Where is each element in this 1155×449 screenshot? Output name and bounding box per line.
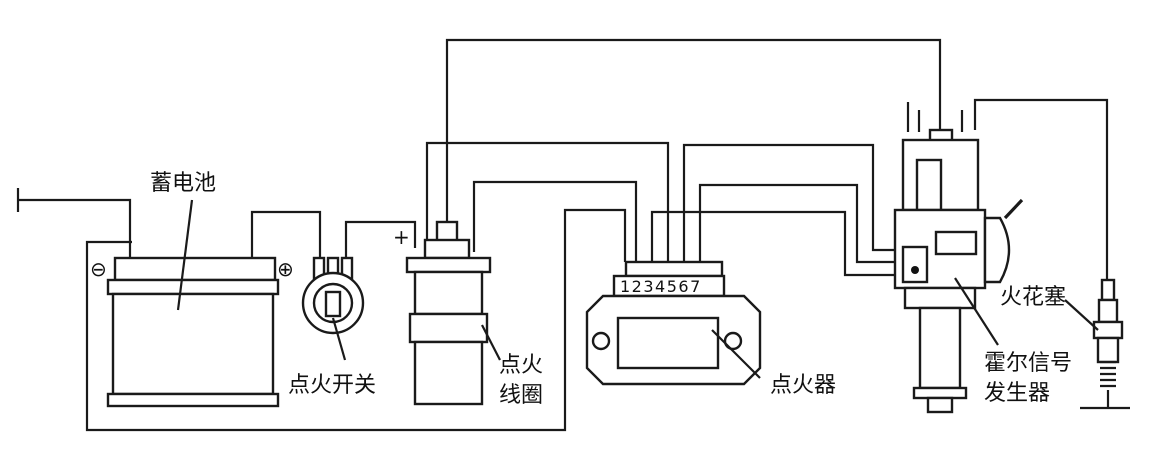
- hall-generator-label-line1: 霍尔信号: [984, 351, 1072, 376]
- ignition-coil: [405, 220, 501, 406]
- switch-label-leader: [331, 317, 347, 361]
- spark-plug-insulator: [1097, 298, 1119, 324]
- igniter-mount-hole-left: [591, 331, 611, 351]
- distributor-cap-wire-1: [906, 102, 964, 132]
- battery-top-rim: [106, 278, 280, 296]
- spark-plug-body: [1096, 336, 1120, 364]
- igniter: [585, 260, 762, 386]
- hall-connector: [934, 230, 978, 256]
- coil-upper-body: [413, 270, 484, 316]
- coil-label-leader: [481, 324, 501, 361]
- ground-wire: [16, 188, 132, 258]
- spark-plug: [1064, 278, 1130, 410]
- spark-plug-terminal: [1100, 278, 1116, 302]
- coil-to-igniter-wire-1: [425, 141, 670, 262]
- battery-case: [111, 292, 275, 396]
- spark-plug-label-leader: [1064, 299, 1099, 331]
- hall-label-leader: [954, 277, 999, 346]
- igniter-to-hall-wire-1: [682, 143, 903, 262]
- igniter-pin-numbers: 1234567: [620, 277, 702, 296]
- ground-loop-wire: [85, 208, 627, 432]
- battery-positive-symbol: ⊕: [277, 257, 294, 281]
- distributor-shaft: [918, 306, 962, 390]
- ignition-switch-label: 点火开关: [288, 373, 376, 398]
- hall-signal-generator: [893, 128, 1024, 414]
- igniter-label-leader: [711, 329, 761, 379]
- coil-to-igniter-wire-2: [472, 180, 638, 262]
- ignition-coil-label-line1: 点火: [499, 353, 543, 378]
- spark-plug-thread: [1100, 360, 1116, 388]
- battery-negative-symbol: ⊖: [90, 257, 107, 281]
- igniter-label: 点火器: [770, 373, 836, 398]
- igniter-mount-hole-right: [723, 331, 743, 351]
- spark-plug-ground: [1080, 390, 1130, 410]
- coil-cap: [423, 238, 471, 260]
- battery-label: 蓄电池: [150, 171, 216, 196]
- distributor-shaft-base: [912, 386, 968, 400]
- switch-to-coil-wire: [344, 220, 417, 258]
- battery: [106, 199, 280, 408]
- igniter-panel: [616, 316, 720, 370]
- battery-to-switch-wire: [250, 210, 322, 258]
- distributor-cap-inner: [915, 158, 943, 212]
- coil-lower-body: [413, 340, 484, 406]
- spark-plug-lead: [973, 98, 1109, 280]
- distributor-drive-tip: [926, 396, 954, 414]
- hall-sensor-window: [901, 245, 929, 284]
- igniter-to-hall-wire-2: [698, 183, 903, 264]
- battery-base: [106, 392, 280, 408]
- battery-label-leader: [176, 199, 194, 311]
- ignition-switch: [301, 256, 365, 361]
- spark-plug-label: 火花塞: [1000, 285, 1066, 310]
- coil-band: [408, 312, 489, 344]
- igniter-connector-top: [624, 260, 724, 278]
- hall-generator-label-line2: 发生器: [984, 381, 1050, 406]
- igniter-to-hall-wire-3: [650, 210, 903, 277]
- hall-sensor-dot: [911, 266, 919, 274]
- switch-key-slot: [324, 290, 342, 318]
- ignition-coil-label-line2: 线圈: [499, 383, 543, 408]
- coil-positive-symbol: +: [393, 225, 410, 249]
- spark-plug-hex: [1092, 320, 1124, 340]
- coil-top-plate: [405, 256, 492, 274]
- battery-lid: [113, 256, 277, 282]
- wiring: [16, 38, 1109, 432]
- hv-lead-wire: [445, 38, 942, 225]
- vacuum-nipple: [1003, 198, 1024, 220]
- vacuum-advance-unit: [983, 216, 1011, 284]
